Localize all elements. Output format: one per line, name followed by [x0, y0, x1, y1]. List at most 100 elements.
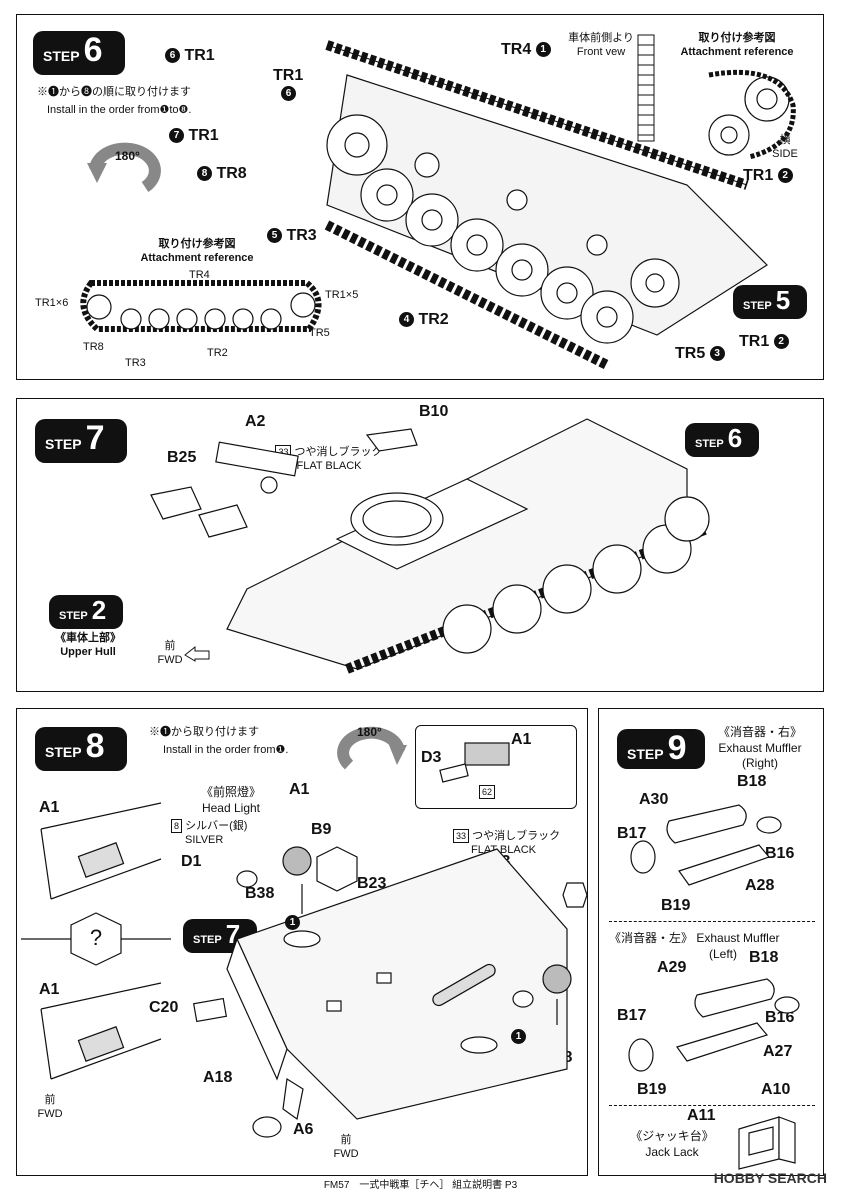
- part-a1-center: A1: [289, 781, 310, 798]
- upper-hull-drawing: [150, 418, 710, 674]
- step9-divider-1: [609, 921, 815, 922]
- step8-note-jp: ※❶から取り付けます: [149, 726, 259, 738]
- part-b17-right: B17: [617, 825, 647, 842]
- part-a11: A11: [687, 1107, 716, 1124]
- part-a28: A28: [745, 877, 775, 894]
- step8-note-en: Install in the order from❶.: [163, 744, 289, 756]
- tr1-label-6: 6 TR1: [165, 47, 215, 65]
- part-a6: A6: [293, 1121, 314, 1138]
- part-b25: B25: [167, 449, 197, 466]
- step6-panel: STEP 6 ※❶から❽の順に取り付けます Install in the ord…: [16, 14, 824, 380]
- ref-tr1x5: TR1×5: [325, 289, 359, 301]
- part-b19-left: B19: [637, 1081, 667, 1098]
- tr4-label: TR4 1: [501, 41, 551, 59]
- svg-text:?: ?: [90, 925, 102, 950]
- step8-badge: STEP 8: [35, 727, 127, 771]
- page-footer: FM57 一式中戦車［チヘ］ 組立説明書 P3: [323, 1180, 518, 1191]
- a1-d3-inset-drawing: [439, 742, 510, 783]
- part-b10: B10: [419, 403, 449, 420]
- part-c20: C20: [149, 999, 179, 1016]
- part-a1-bottom-detail: A1: [39, 981, 60, 998]
- part-b16-right: B16: [765, 845, 795, 862]
- tr3-label: 5 TR3: [267, 227, 317, 245]
- a1-detail-drawings: ?: [21, 802, 171, 1080]
- part-a27: A27: [763, 1043, 793, 1060]
- step8-panel: STEP 8 ※❶から取り付けます Install in the order f…: [16, 708, 588, 1176]
- track-assembly-drawing: [324, 40, 768, 370]
- tr1-label-2b: TR1 2: [739, 333, 789, 351]
- tr5-label: TR5 3: [675, 345, 725, 363]
- tr8-label: 8 TR8: [197, 165, 247, 183]
- part-a1-top-detail: A1: [39, 799, 60, 816]
- part-b23: B23: [357, 875, 387, 892]
- step9-badge: STEP 9: [617, 729, 705, 769]
- muffler-right-drawing: [630, 804, 782, 886]
- muffler-left-sub: (Left): [708, 947, 737, 961]
- order-1-marker-b: 1: [511, 1029, 526, 1044]
- step6-rotate-label: 180°: [115, 149, 140, 163]
- silver-paint-note: 8 シルバー(銀)SILVER: [171, 819, 247, 848]
- part-b38-left: B38: [245, 885, 275, 902]
- order-1-marker-a: 1: [285, 915, 300, 930]
- part-b18-right: B18: [737, 773, 767, 790]
- inset-code62: 62: [479, 785, 496, 799]
- rotate-180-icon: [87, 142, 161, 192]
- a1-d3-inset-box: [415, 725, 577, 809]
- part-b18-left: B18: [749, 949, 779, 966]
- inset-a1: A1: [511, 731, 532, 748]
- headlight-caption: 《前照燈》Head Light: [200, 785, 261, 815]
- step6-ref-badge: STEP 6: [685, 423, 759, 457]
- muffler-left-caption: 《消音器・左》 Exhaust Muffler: [609, 931, 780, 945]
- ref-tr3: TR3: [125, 357, 146, 369]
- rotate-180-icon-step8: [337, 726, 407, 770]
- part-a29: A29: [657, 959, 687, 976]
- inset-d3: D3: [421, 749, 442, 766]
- step6-badge: STEP 6: [33, 31, 125, 75]
- front-hull-drawing: [192, 846, 588, 1138]
- tr1-label-2a: TR1 2: [743, 167, 793, 185]
- step5-ref-badge: STEP 5: [733, 285, 807, 319]
- jack-caption: 《ジャッキ台》Jack Lack: [630, 1129, 714, 1159]
- watermark: HOBBY SEARCH: [713, 1170, 827, 1186]
- step6-note-jp: ※❶から❽の順に取り付けます: [37, 86, 191, 98]
- muffler-right-caption: 《消音器・右》Exhaust Muffler(Right): [717, 725, 802, 771]
- step6-note-en: Install in the order from❶to❽.: [47, 104, 192, 116]
- muffler-left-drawing: [628, 978, 800, 1072]
- front-view-track-drawing: [637, 34, 655, 142]
- fwd-arrow-icon: [184, 645, 210, 662]
- jack-block-drawing: [738, 1116, 796, 1170]
- part-a10: A10: [761, 1081, 791, 1098]
- ref-tr8: TR8: [83, 341, 104, 353]
- step8-rotate-label: 180°: [357, 725, 382, 739]
- step2-ref-badge: STEP 2: [49, 595, 123, 629]
- ref-tr4: TR4: [189, 269, 210, 281]
- step9-panel: STEP 9 《消音器・右》Exhaust Muffler(Right) B18…: [598, 708, 824, 1176]
- ref-tr1x6: TR1×6: [35, 297, 69, 309]
- part-b19-right: B19: [661, 897, 691, 914]
- part-b17-left: B17: [617, 1007, 647, 1024]
- tr2-label: 4 TR2: [399, 311, 449, 329]
- part-a30: A30: [639, 791, 669, 808]
- upper-hull-caption: 《車体上部》Upper Hull: [55, 632, 121, 659]
- ref-tr2: TR2: [207, 347, 228, 359]
- part-a2: A2: [245, 413, 266, 430]
- track-reference-drawing: [80, 280, 322, 332]
- tr1-label-7: 7 TR1: [169, 127, 219, 145]
- ref-tr5: TR5: [309, 327, 330, 339]
- step7-badge: STEP 7: [35, 419, 127, 463]
- part-b9-left: B9: [311, 821, 332, 838]
- step9-divider-2: [609, 1105, 815, 1106]
- part-d1-left: D1: [181, 853, 202, 870]
- sprocket-reference-drawing: [708, 69, 796, 160]
- part-a18: A18: [203, 1069, 233, 1086]
